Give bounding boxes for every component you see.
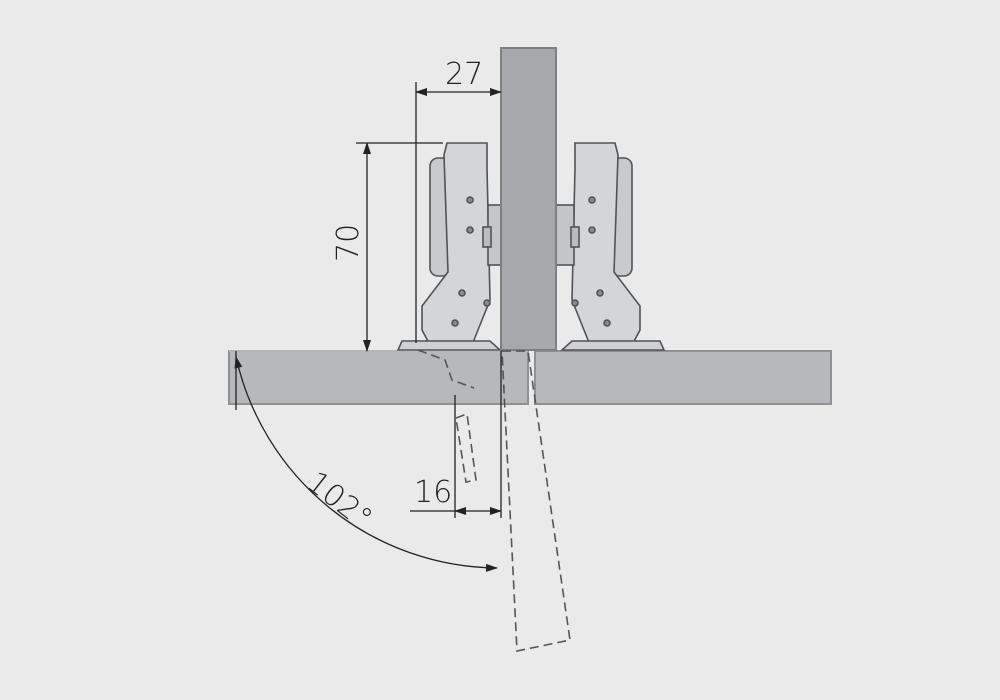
- right-hinge: [555, 142, 666, 351]
- left-panel: [228, 350, 529, 405]
- left-hinge: [396, 142, 507, 351]
- dimension-70: [356, 142, 443, 352]
- dimension-27: [415, 82, 502, 343]
- angle-label: 102°: [300, 465, 378, 537]
- center-partition: [500, 47, 557, 351]
- dimension-label-height: 70: [331, 224, 366, 262]
- angle-arc: [234, 351, 498, 572]
- dimension-label-width: 27: [445, 57, 483, 92]
- dimension-label-offset: 16: [414, 475, 452, 510]
- right-panel: [534, 350, 832, 405]
